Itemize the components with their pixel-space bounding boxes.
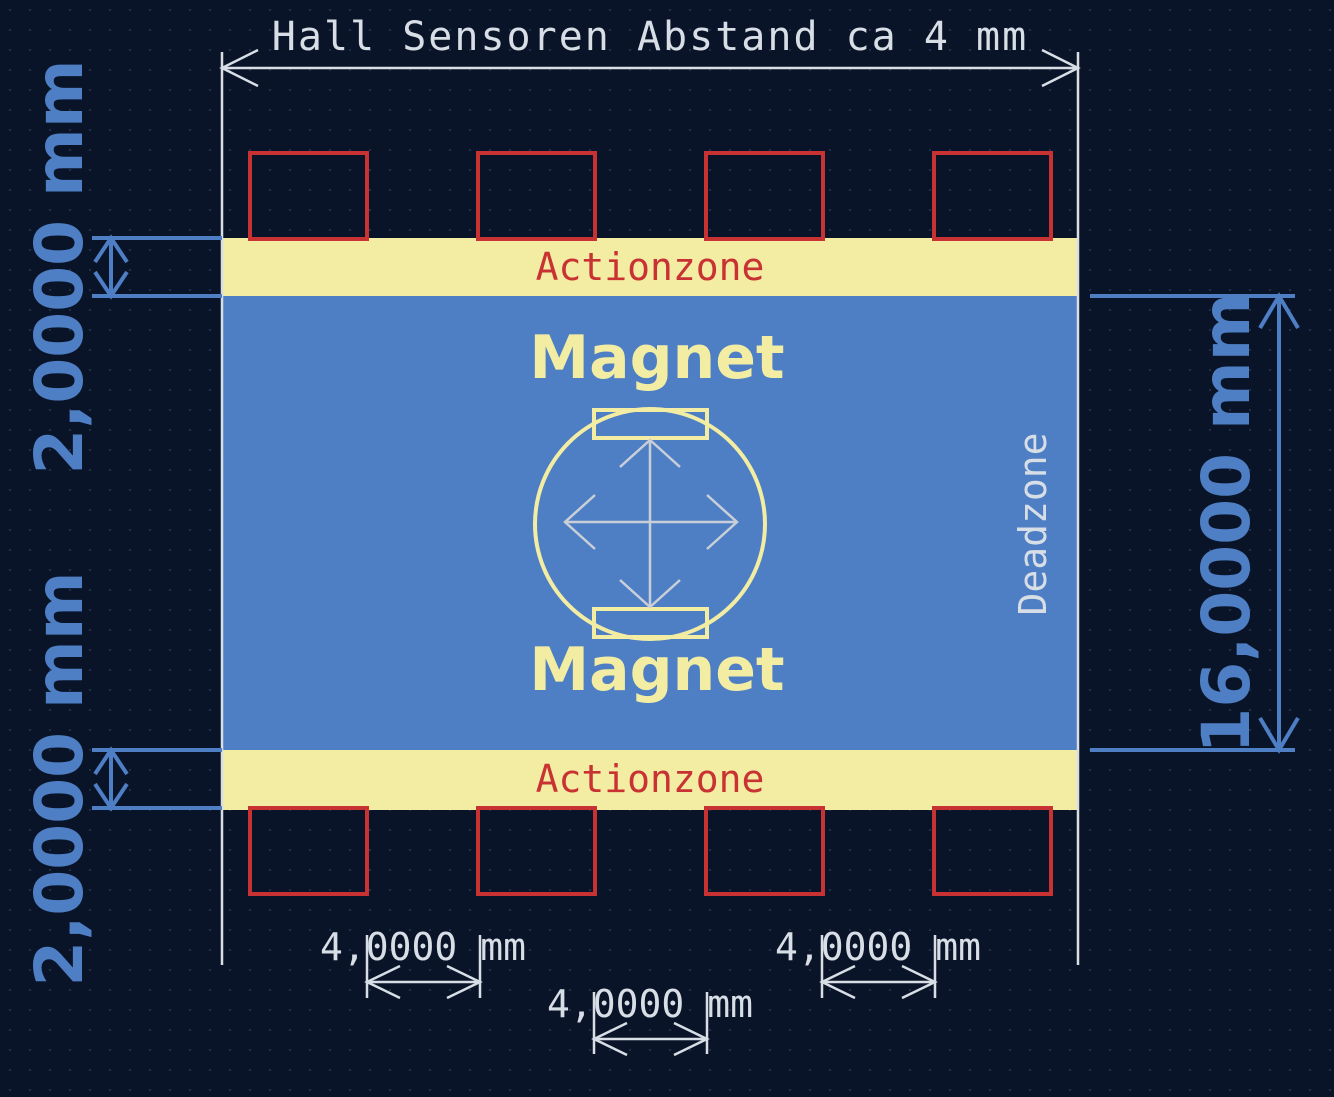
hall-sensor-4: [932, 151, 1053, 241]
left-bottom-dimension-label: 2,0000 mm: [21, 571, 98, 986]
action-zone-bottom-label: Actionzone: [536, 757, 765, 801]
hall-sensor-1: [248, 151, 369, 241]
top-dimension: [219, 48, 1081, 965]
magnet-top-label: Magnet: [529, 323, 784, 393]
magnet-bottom-label: Magnet: [529, 635, 784, 705]
top-dimension-label: Hall Sensoren Abstand ca 4 mm: [272, 14, 1028, 60]
magnet-symbol: [533, 407, 767, 641]
right-dimension: [1090, 292, 1300, 754]
hall-sensor-3: [704, 151, 825, 241]
hall-sensor-5: [248, 806, 369, 896]
four-way-arrow-icon: [563, 438, 739, 609]
hall-sensor-8: [932, 806, 1053, 896]
hall-sensors-bottom: [248, 806, 1053, 896]
spacing-dimension-right: [819, 935, 938, 1000]
hall-sensor-7: [704, 806, 825, 896]
spacing-dimension-left: [364, 935, 483, 1000]
action-zone-bottom: [222, 750, 1078, 810]
spacing-center-label: 4,0000 mm: [547, 982, 753, 1026]
hall-sensors-top: [248, 151, 1053, 241]
hall-sensor-2: [476, 151, 597, 241]
left-top-dimension: [92, 234, 222, 300]
spacing-right-label: 4,0000 mm: [775, 925, 981, 969]
action-zone-top-label: Actionzone: [536, 245, 765, 289]
left-top-dimension-label: 2,0000 mm: [21, 59, 98, 474]
deadzone-label: Deadzone: [1011, 432, 1055, 615]
spacing-dimension-center: [591, 992, 710, 1057]
spacing-left-label: 4,0000 mm: [320, 925, 526, 969]
right-dimension-label: 16,0000 mm: [1188, 292, 1265, 753]
left-bottom-dimension: [92, 746, 222, 812]
action-zone-top: [222, 238, 1078, 296]
hall-sensor-6: [476, 806, 597, 896]
